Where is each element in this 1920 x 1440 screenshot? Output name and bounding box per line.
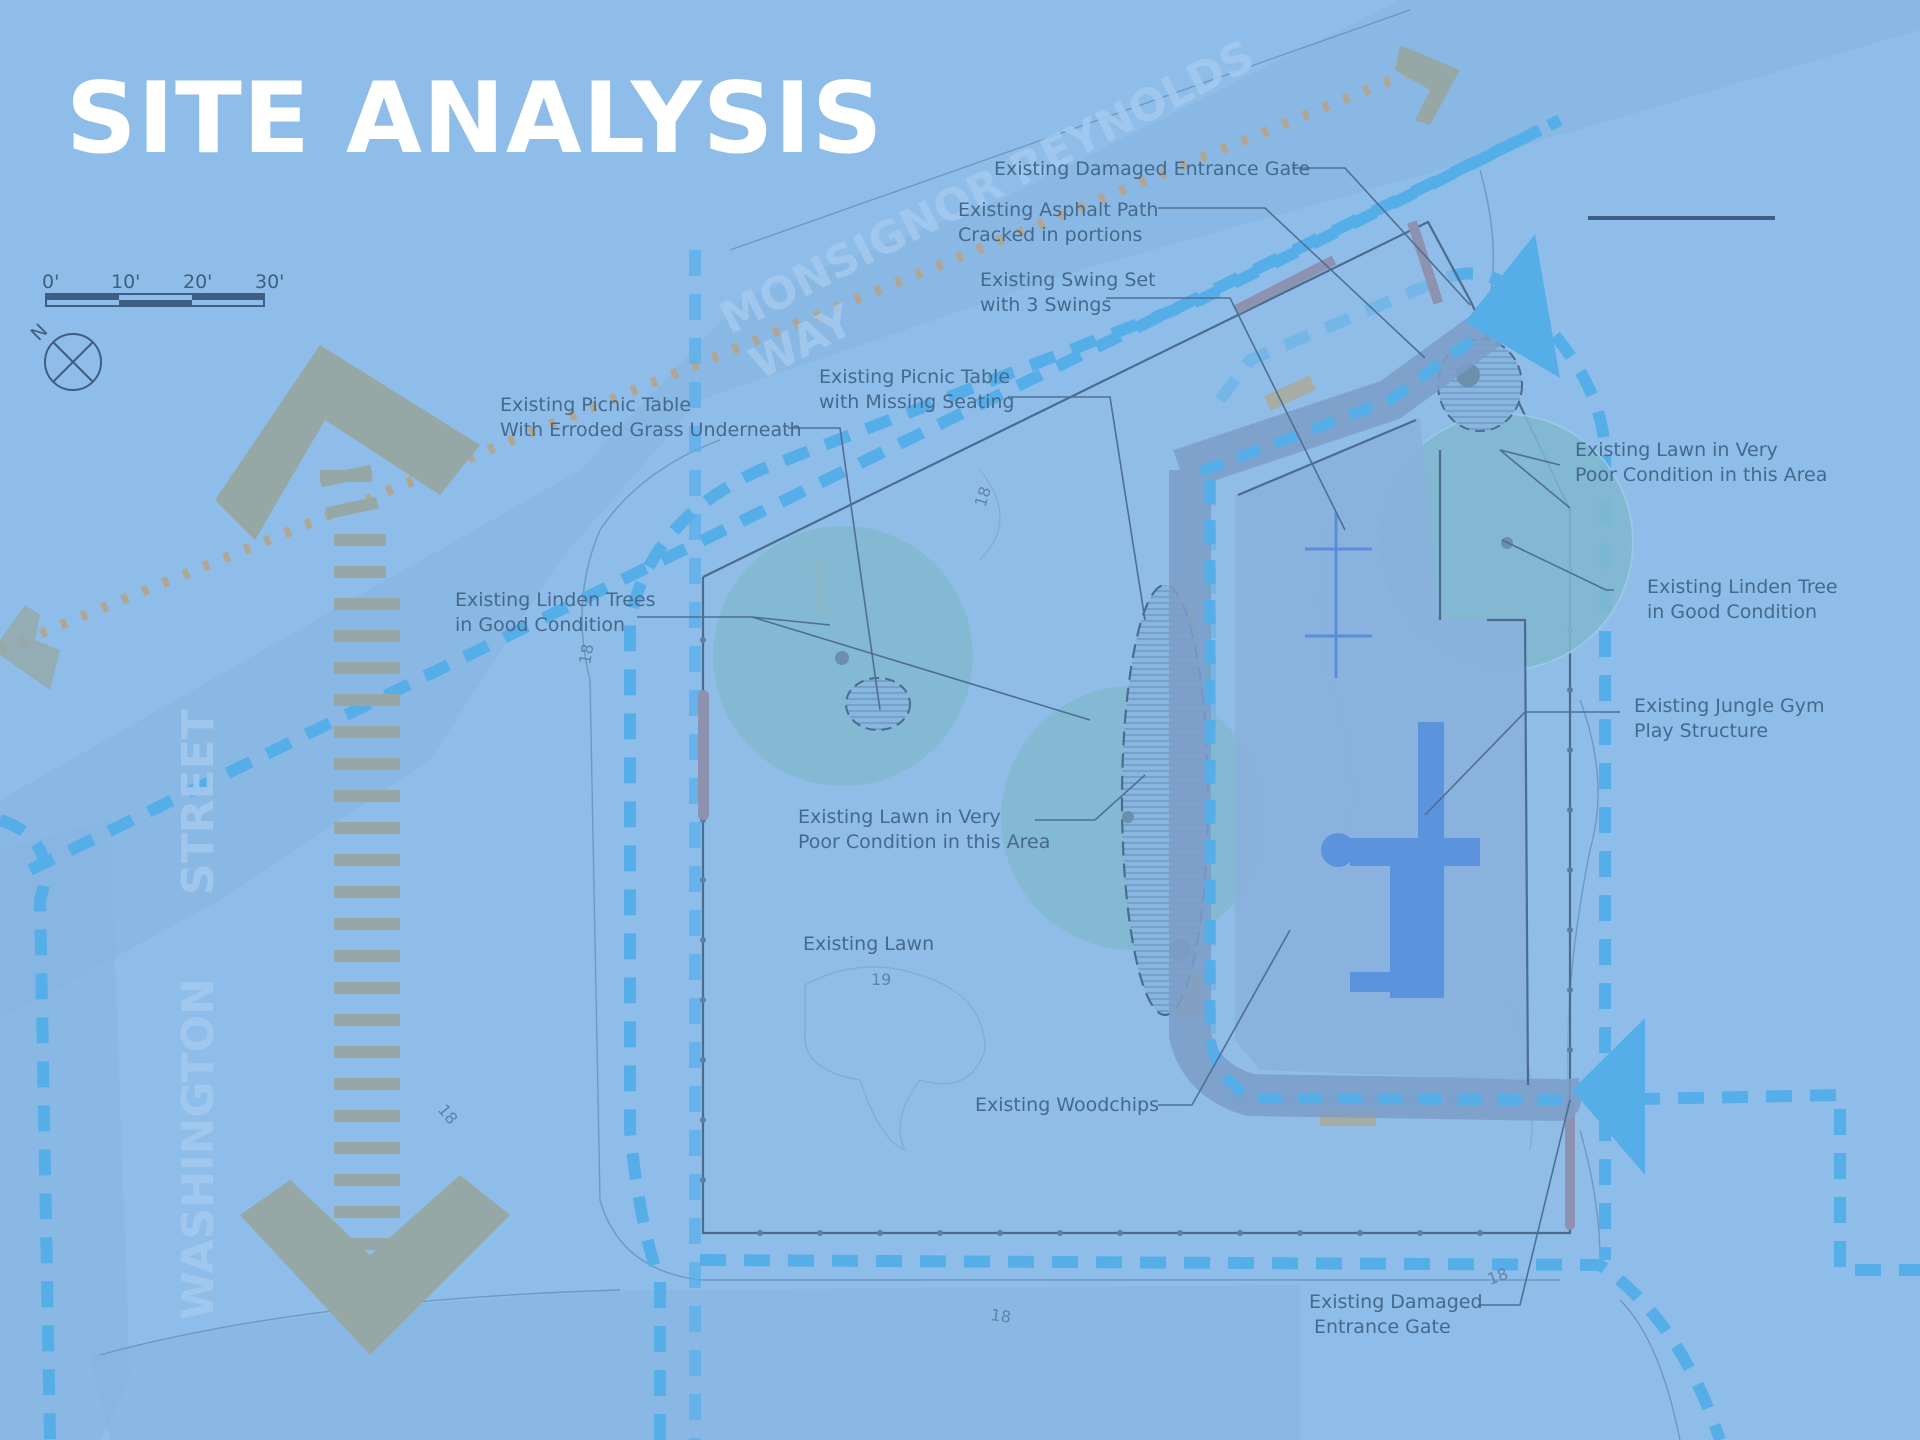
gates-benches (698, 220, 1575, 1230)
contour-label: 18 (575, 642, 597, 665)
jungle-gym (1321, 722, 1480, 998)
woodchips-area (1235, 418, 1528, 1080)
label-jungle-gym-2: Play Structure (1634, 720, 1768, 742)
label-woodchips: Existing Woodchips (975, 1094, 1159, 1116)
label-asphalt-path-2: Cracked in portions (958, 224, 1142, 246)
label-damaged-gate-top: Existing Damaged Entrance Gate (994, 158, 1310, 180)
label-lawn: Existing Lawn (803, 933, 934, 955)
label-lawn-poor-left-2: Poor Condition in this Area (798, 831, 1050, 853)
swing-set (1305, 512, 1372, 678)
label-linden-right-1: Existing Linden Tree (1647, 576, 1838, 598)
street-area-west (0, 820, 130, 1440)
annotations: Existing Damaged Entrance Gate Existing … (455, 158, 1838, 1338)
asphalt-path-dash (1198, 315, 1571, 1106)
label-lawn-poor-right-1: Existing Lawn in Very (1575, 439, 1778, 461)
label-picnic-eroded-2: With Erroded Grass Underneath (500, 419, 802, 441)
arrow-left-chevron (0, 605, 60, 690)
label-swing-set-1: Existing Swing Set (980, 269, 1156, 291)
label-lawn-poor-left-1: Existing Lawn in Very (798, 806, 1001, 828)
arrow-top-right-chevron (1395, 45, 1460, 125)
scale-label-20: 20' (183, 271, 212, 293)
label-picnic-missing-2: with Missing Seating (819, 391, 1014, 413)
scale-label-10: 10' (111, 271, 140, 293)
annotation-leaders (637, 167, 1620, 1306)
page-title: SITE ANALYSIS (66, 62, 884, 176)
entrance-markers (1465, 234, 1645, 1175)
label-picnic-missing-1: Existing Picnic Table (819, 366, 1010, 388)
street-name-washington: WASHINGTON (173, 978, 224, 1320)
entrance-triangle-right (1572, 1018, 1645, 1175)
scale-label-30: 30' (255, 271, 284, 293)
entrance-triangle-top (1465, 234, 1560, 378)
street-name-street: STREET (173, 709, 224, 895)
crosswalk-upper-stripes (319, 464, 379, 520)
picnic-table-eroded (845, 677, 911, 731)
label-picnic-eroded-1: Existing Picnic Table (500, 394, 691, 416)
label-linden-right-2: in Good Condition (1647, 601, 1817, 623)
circulation-arrows (0, 45, 1460, 1355)
arrow-up-chevron (215, 345, 480, 540)
label-asphalt-path-1: Existing Asphalt Path (958, 199, 1158, 221)
contour-label: 18 (989, 1305, 1012, 1327)
contour-label: 19 (871, 970, 891, 989)
scale-bar: 0' 10' 20' 30' (42, 271, 284, 307)
label-jungle-gym-1: Existing Jungle Gym (1634, 695, 1825, 717)
label-damaged-gate-bottom-1: Existing Damaged (1309, 1291, 1483, 1313)
crosswalk-stripes (320, 470, 400, 1250)
arrow-down-chevron (240, 1175, 510, 1355)
label-swing-set-2: with 3 Swings (980, 294, 1111, 316)
label-lawn-poor-right-2: Poor Condition in this Area (1575, 464, 1827, 486)
label-linden-left-2: in Good Condition (455, 614, 625, 636)
scale-label-0: 0' (42, 271, 59, 293)
label-damaged-gate-bottom-2: Entrance Gate (1314, 1316, 1451, 1338)
woodchips-edge (1237, 418, 1530, 1086)
label-linden-left-1: Existing Linden Trees (455, 589, 656, 611)
